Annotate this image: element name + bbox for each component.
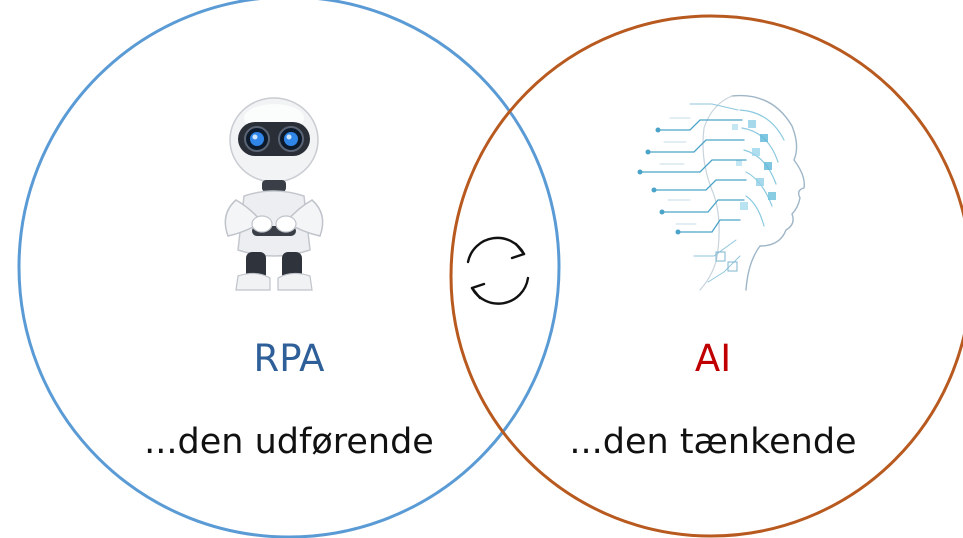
circuit-head-illustration — [637, 94, 805, 291]
ai-circle — [449, 14, 963, 538]
ai-subtitle: ...den tænkende — [569, 422, 857, 462]
rpa-subtitle: ...den udførende — [144, 422, 434, 462]
robot-illustration — [224, 97, 324, 291]
ai-title: AI — [694, 337, 732, 380]
rpa-title: RPA — [253, 337, 325, 380]
cycle-arrows-icon — [466, 236, 530, 305]
rpa-circle — [17, 0, 561, 538]
